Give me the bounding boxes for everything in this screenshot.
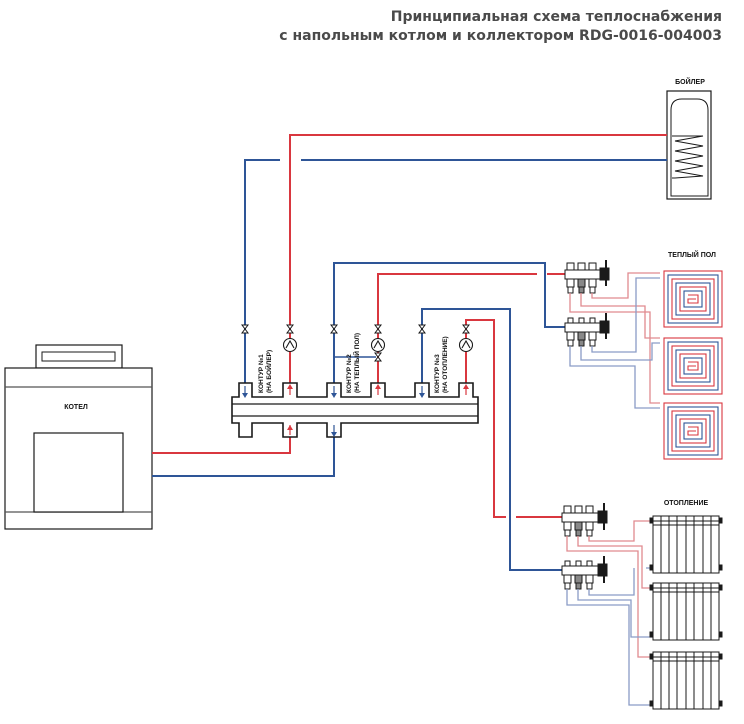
radiators-label: ОТОПЛЕНИЕ xyxy=(664,500,709,507)
floor-loop-pipes xyxy=(569,272,660,409)
floor-manifold-supply xyxy=(564,260,610,294)
circuit-1-name: КОНТУР №1 xyxy=(258,354,265,393)
floor-heating-loop xyxy=(663,270,723,460)
coil-icon xyxy=(672,135,704,179)
circuit-2-name: КОНТУР №2 xyxy=(346,354,353,393)
valves-and-pumps xyxy=(241,324,474,362)
pipes-boiler-circuit xyxy=(244,134,667,385)
title-line-1: Принципиальная схема теплоснабжения xyxy=(390,9,722,25)
radiator-manifold-return xyxy=(561,556,608,590)
circuit-3-name: КОНТУР №3 xyxy=(434,354,441,393)
circuit-labels: КОНТУР №1 (НА БОЙЛЕР) КОНТУР №2 (НА ТЕПЛ… xyxy=(258,333,449,393)
floor-heating-label: ТЕПЛЫЙ ПОЛ xyxy=(668,250,716,259)
pump-icon xyxy=(282,337,474,353)
radiator-manifold-supply xyxy=(561,503,608,537)
circuit-3-target: (НА ОТОПЛЕНИЕ) xyxy=(442,336,449,393)
boiler: КОТЕЛ xyxy=(4,344,153,530)
boiler-tank: БОЙЛЕР xyxy=(666,77,712,200)
radiator xyxy=(649,515,723,710)
hydraulic-manifold xyxy=(231,382,479,438)
boiler-tank-label: БОЙЛЕР xyxy=(675,77,705,86)
circuit-1-target: (НА БОЙЛЕР) xyxy=(264,350,273,393)
diagram-title: Принципиальная схема теплоснабжения с на… xyxy=(279,8,722,46)
boiler-label: КОТЕЛ xyxy=(64,404,88,411)
flow-arrows xyxy=(242,384,469,437)
circuit-2-target: (НА ТЕПЛЫЙ ПОЛ) xyxy=(352,333,361,393)
valve-icon xyxy=(241,324,470,362)
radiator-pipes xyxy=(566,520,653,706)
title-line-2: с напольным котлом и коллектором RDG-001… xyxy=(279,28,722,44)
pipes-floor-circuit xyxy=(333,262,566,385)
floor-manifold-return xyxy=(564,313,610,347)
